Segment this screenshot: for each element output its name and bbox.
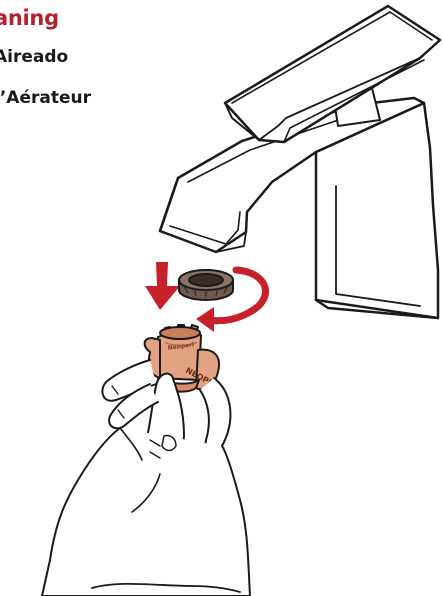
arrow-down-icon: [145, 262, 180, 310]
hand: [42, 360, 250, 596]
aerator-part: [179, 270, 233, 300]
